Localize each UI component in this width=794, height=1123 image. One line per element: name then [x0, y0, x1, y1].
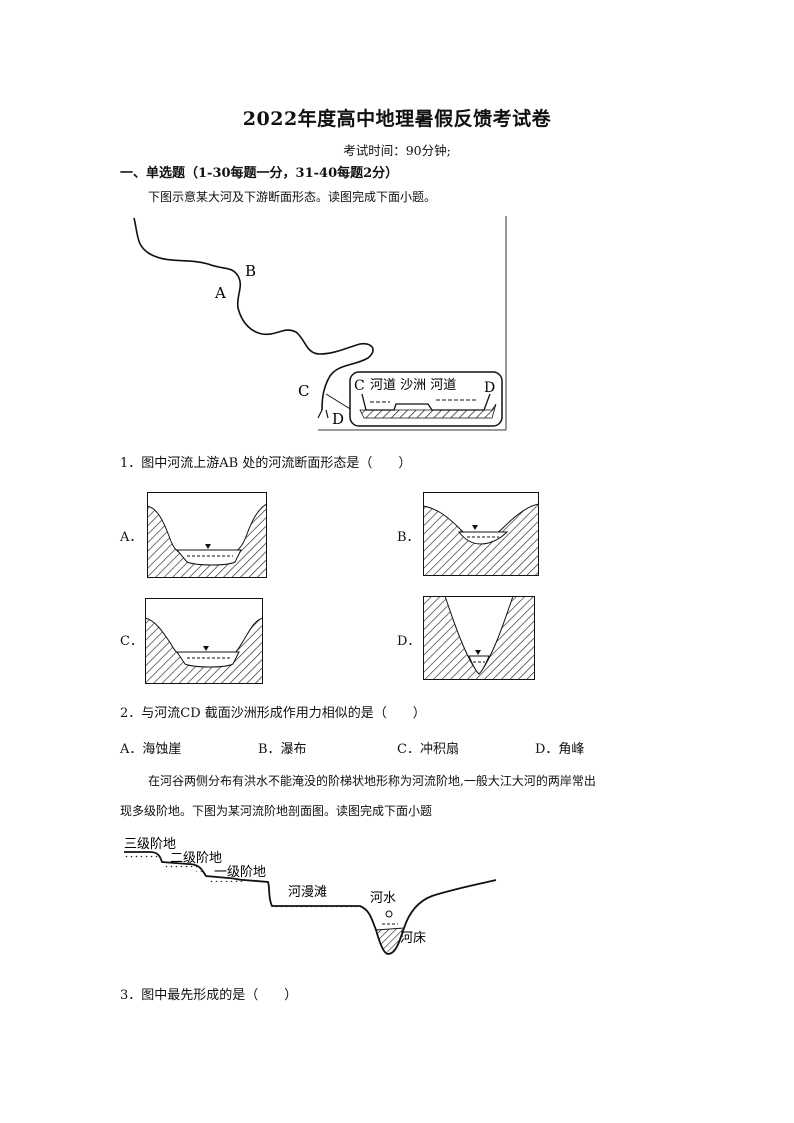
terrace-label-bed: 河床: [400, 931, 426, 946]
q1-option-d-label[interactable]: D．: [397, 634, 421, 649]
q1-option-a-label[interactable]: A．: [120, 530, 143, 545]
inset-label-c: C: [354, 378, 365, 394]
inset-caption: 河道 沙洲 河道: [370, 378, 456, 393]
map-label-d: D: [332, 410, 344, 428]
q1-option-c-profile[interactable]: [145, 598, 263, 684]
terrace-label-level1: 一级阶地: [214, 865, 266, 880]
q1-option-a-profile[interactable]: [147, 492, 267, 578]
terrace-label-water: 河水: [370, 891, 396, 906]
exam-title: 2022年度高中地理暑假反馈考试卷: [242, 108, 552, 130]
cross-section-inset: C 河道 沙洲 河道 D: [349, 371, 503, 427]
q2-choice-a[interactable]: A．海蚀崖: [120, 742, 182, 757]
terrace-label-level3: 三级阶地: [124, 837, 176, 852]
q2-choice-c[interactable]: C．冲积扇: [397, 742, 459, 757]
intro-text-1: 下图示意某大河及下游断面形态。读图完成下面小题。: [148, 190, 437, 204]
q2-choice-d[interactable]: D．角峰: [535, 742, 585, 757]
question-1-text: 1．图中河流上游AB 处的河流断面形态是（ ）: [120, 456, 412, 471]
q1-option-b-profile[interactable]: [423, 492, 539, 576]
exam-time: 考试时间：90分钟;: [343, 143, 451, 158]
q1-option-c-label[interactable]: C．: [120, 634, 143, 649]
intro-text-2-line2: 现多级阶地。下图为某河流阶地剖面图。读图完成下面小题: [120, 804, 433, 818]
terrace-label-floodplain: 河漫滩: [288, 885, 327, 900]
river-terrace-figure: 三级阶地 二级阶地 一级阶地 河漫滩 河水 河床: [124, 837, 497, 955]
terrain-profile-line: [124, 851, 497, 955]
river-line: [133, 217, 374, 411]
terrace-label-level2: 二级阶地: [170, 851, 222, 866]
map-label-b: B: [245, 262, 256, 280]
question-2-text: 2．与河流CD 截面沙洲形成作用力相似的是（ ）: [120, 706, 426, 721]
intro-text-2-line1: 在河谷两侧分布有洪水不能淹没的阶梯状地形称为河流阶地,一般大江大河的两岸常出: [148, 774, 596, 788]
q2-choice-b[interactable]: B．瀑布: [258, 742, 307, 757]
map-label-c: C: [298, 382, 309, 400]
q1-option-d-profile[interactable]: [423, 596, 535, 680]
q1-option-b-label[interactable]: B．: [397, 530, 420, 545]
map-label-a: A: [214, 284, 226, 302]
river-map-figure: B A C D C 河道 沙洲 河道 D: [133, 216, 507, 431]
inset-label-d: D: [484, 380, 495, 396]
section-heading: 一、单选题（1-30每题一分，31-40每题2分）: [120, 166, 399, 181]
question-3-text: 3．图中最先形成的是（ ）: [120, 988, 298, 1003]
